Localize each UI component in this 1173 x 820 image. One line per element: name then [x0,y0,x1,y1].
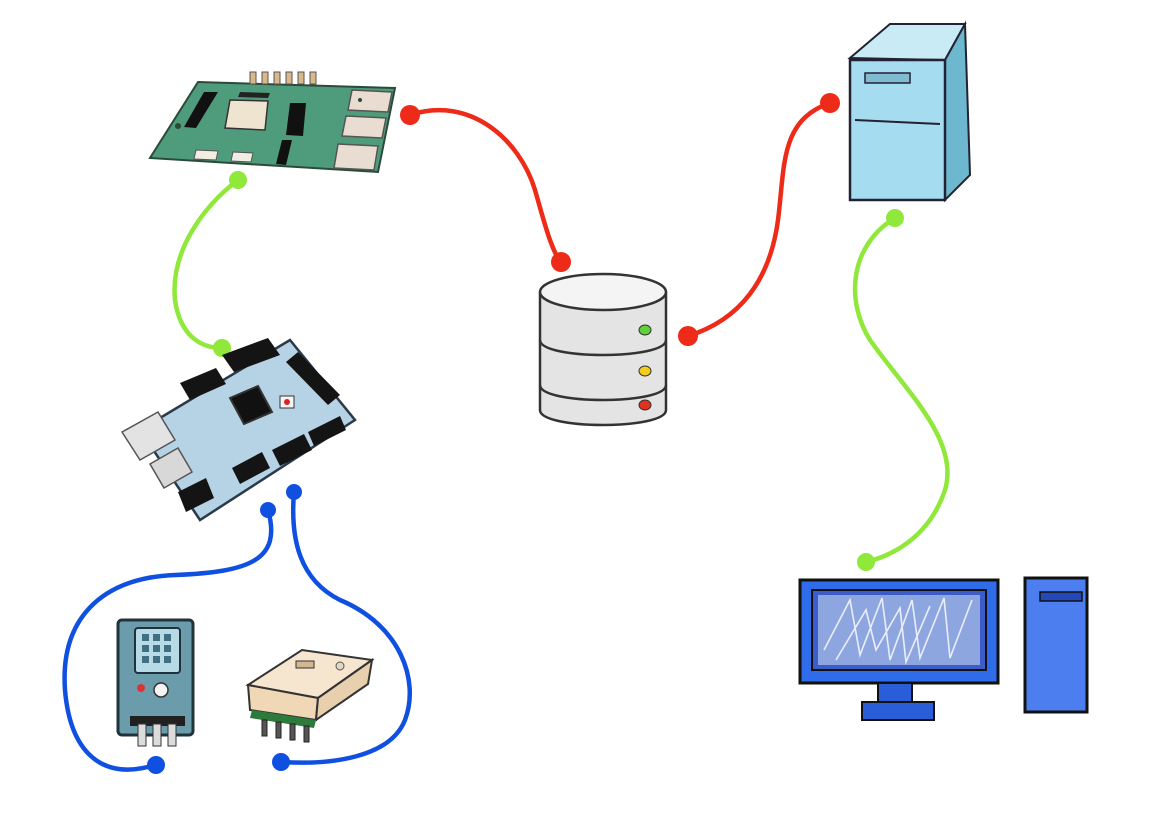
connector-dot [886,209,904,227]
raspberry-pi-board-icon [148,71,397,174]
connector-dot [400,105,420,125]
connector-dot [820,93,840,113]
connector-dot [213,339,231,357]
link-rpi-arduino [172,177,241,351]
link-arduino-dht [62,507,274,772]
connector-dot [272,753,290,771]
connections [62,93,950,774]
link-database-server [685,100,833,339]
gas-sensor-icon [245,648,375,743]
connector-dot [147,756,165,774]
connector-dot [260,502,276,518]
database-icon [538,272,668,427]
desktop-computer-icon [798,576,1089,721]
connector-dot [678,326,698,346]
arduino-board-icon [120,338,357,522]
connector-dot [286,484,302,500]
connector-dot [229,171,247,189]
server-tower-icon [847,20,972,203]
humidity-sensor-icon [116,618,195,747]
link-rpi-database [407,107,563,265]
link-server-desktop [852,215,950,565]
connector-dot [551,252,571,272]
link-arduino-gas [279,489,412,765]
connector-dot [857,553,875,571]
